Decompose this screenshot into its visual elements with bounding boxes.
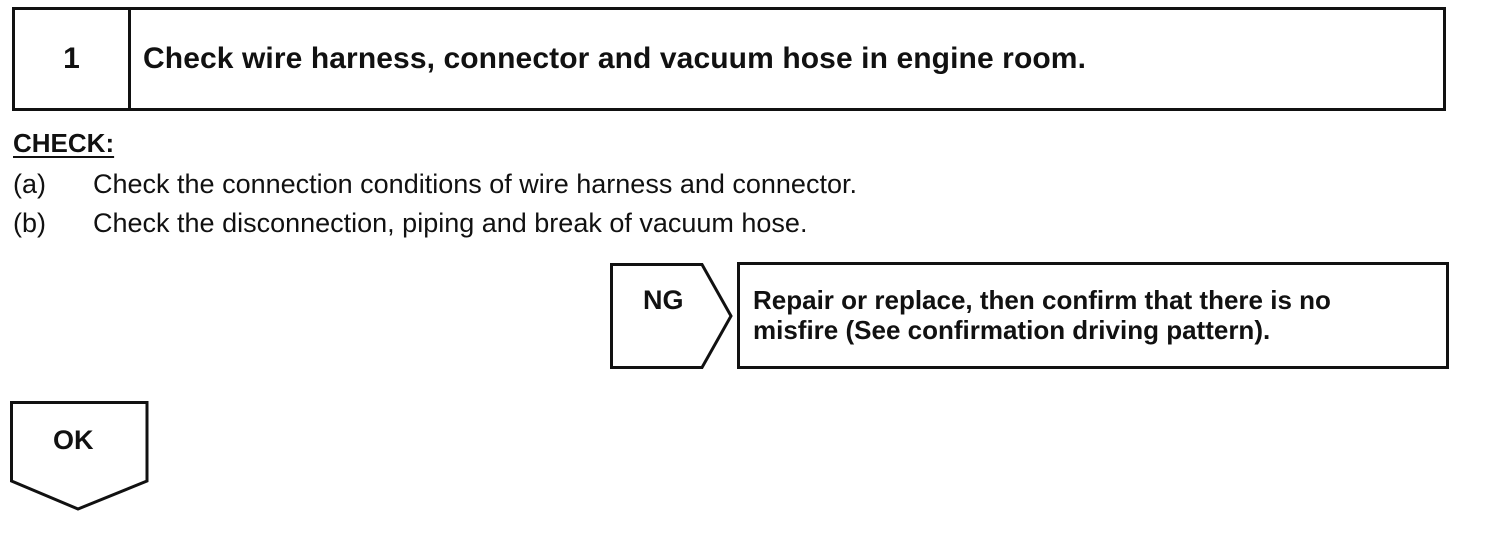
check-item-text: Check the disconnection, piping and brea… (93, 208, 808, 238)
check-heading: CHECK: (13, 128, 115, 158)
ok-result-tag: OK (10, 401, 150, 511)
step-number: 1 (15, 10, 131, 108)
check-item-marker: (a) (13, 169, 46, 199)
ng-arrow-shape (610, 263, 733, 369)
check-item-marker: (b) (13, 208, 46, 238)
ng-action-box: Repair or replace, then confirm that the… (737, 262, 1449, 369)
ok-arrow-shape (10, 401, 149, 511)
step-title: Check wire harness, connector and vacuum… (143, 42, 1087, 75)
ng-label: NG (643, 285, 684, 315)
ok-label: OK (53, 425, 94, 455)
check-item-b: (b) Check the disconnection, piping and … (13, 208, 807, 239)
check-item-a: (a) Check the connection conditions of w… (13, 169, 857, 200)
ng-result-tag: NG (610, 263, 735, 369)
ng-action-line-1: Repair or replace, then confirm that the… (753, 285, 1331, 315)
check-item-text: Check the connection conditions of wire … (93, 169, 857, 199)
ng-action-line-2: misfire (See confirmation driving patter… (753, 315, 1271, 345)
step-header-box: 1 Check wire harness, connector and vacu… (12, 7, 1446, 111)
